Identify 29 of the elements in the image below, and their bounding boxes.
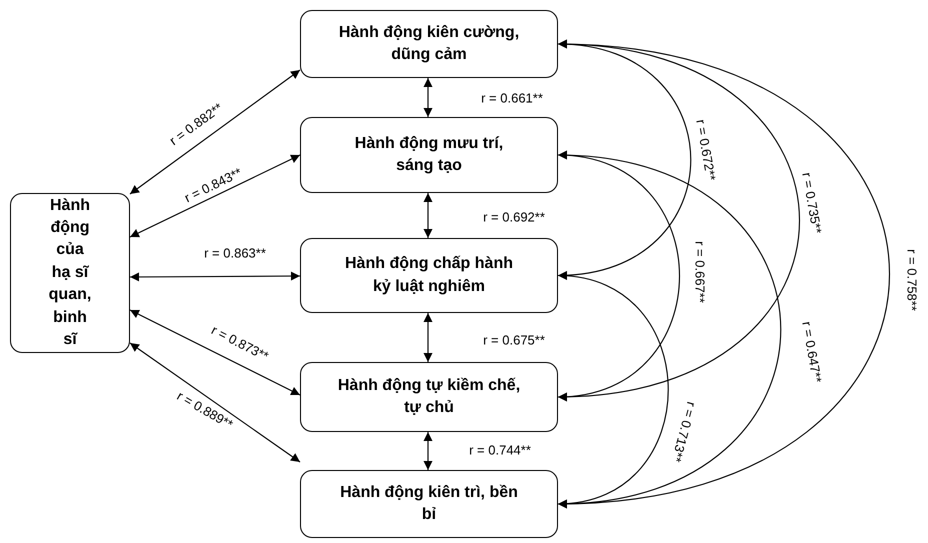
- arrow: [130, 70, 300, 194]
- edge-label: r = 0.692**: [482, 210, 546, 224]
- arrow: [130, 310, 300, 396]
- edge-label: r = 0.863**: [203, 246, 267, 260]
- process-box: [300, 238, 558, 313]
- edge-label: r = 0.661**: [480, 90, 544, 106]
- process-box: [300, 117, 558, 193]
- subject-box: [10, 193, 130, 353]
- curved-arrow: [558, 272, 669, 508]
- box-text: Hành động tự kiềm chế, tự chủ: [337, 376, 521, 418]
- process-box: [300, 362, 558, 432]
- arrow: [130, 154, 300, 238]
- box-text: Hành động mưu trí, sáng tạo: [354, 134, 504, 176]
- arrow: [130, 342, 300, 462]
- box-text: Hành động kiên trì, bền bỉ: [339, 482, 519, 525]
- arrow: [130, 272, 300, 282]
- edge-label: r = 0.667**: [692, 240, 708, 304]
- box-text: Hành động chấp hành kỷ luật nghiêm: [344, 254, 514, 296]
- process-box: [300, 10, 558, 78]
- arrow: [424, 193, 432, 238]
- edge-label: r = 0.675**: [482, 332, 546, 348]
- edge-label: r = 0.744**: [468, 442, 532, 458]
- process-box: [300, 470, 558, 538]
- box-text: Hành động kiên cường, dũng cảm: [338, 22, 520, 65]
- arrow: [424, 432, 432, 470]
- arrow: [424, 78, 432, 117]
- edge-label: r = 0.758**: [904, 248, 920, 312]
- arrow: [424, 313, 432, 362]
- box-text: Hành động của hạ sĩ quan, binh sĩ: [48, 196, 92, 350]
